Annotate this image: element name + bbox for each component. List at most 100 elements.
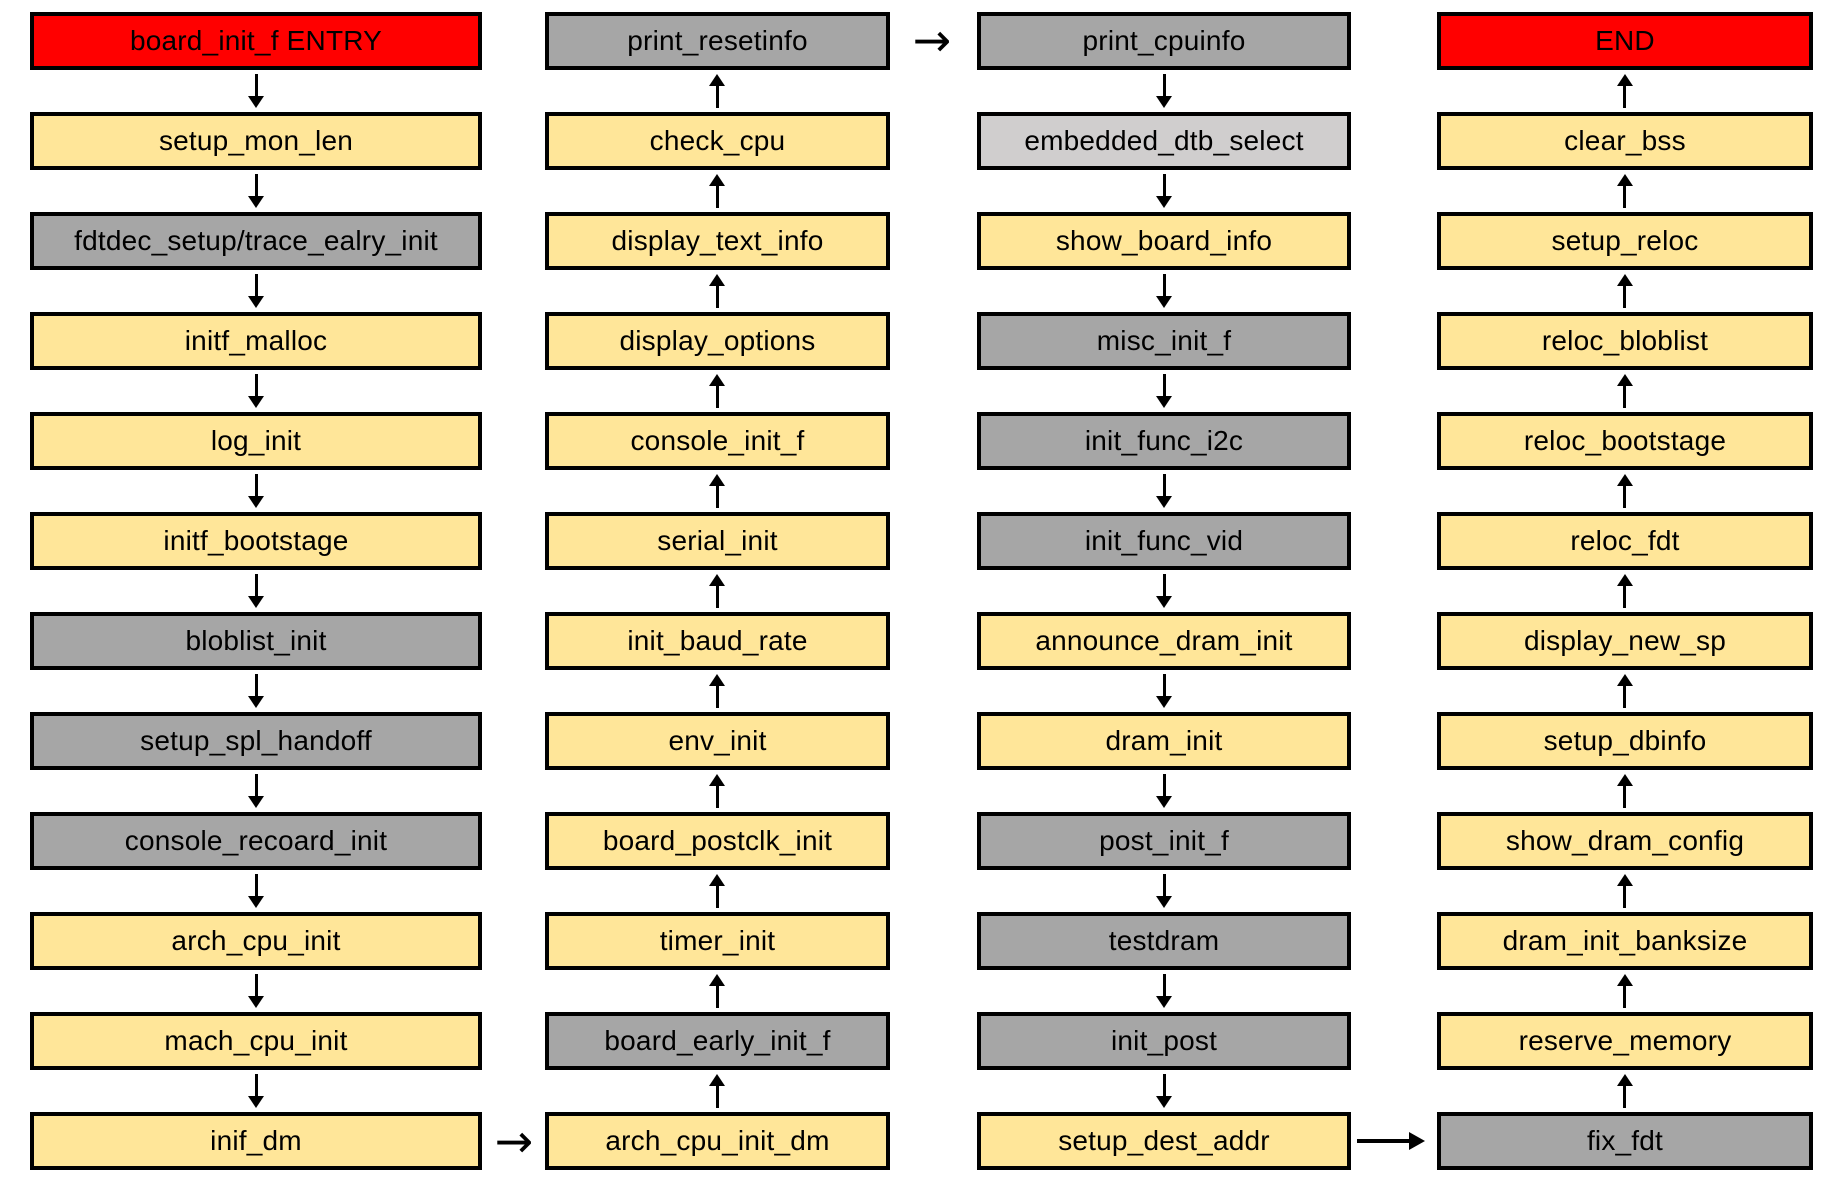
flow-node-console-init-f: console_init_f xyxy=(545,412,890,470)
arrow-head xyxy=(248,496,264,508)
arrow-stem xyxy=(1162,774,1166,796)
arrow-stem xyxy=(716,986,719,1008)
arrow-stem xyxy=(1162,874,1166,896)
flow-node-dram-init: dram_init xyxy=(977,712,1351,770)
arrow-down-icon xyxy=(30,1070,482,1112)
flow-node-show-dram-config: show_dram_config xyxy=(1437,812,1813,870)
arrow-stem xyxy=(254,74,258,96)
arrow-stem xyxy=(254,174,258,196)
arrow-head xyxy=(1156,96,1172,108)
flow-node-log-init: log_init xyxy=(30,412,482,470)
flow-node-init-post: init_post xyxy=(977,1012,1351,1070)
arrow-stem xyxy=(716,686,719,708)
arrow-up-icon xyxy=(1437,770,1813,812)
arrow-stem xyxy=(1623,486,1627,508)
flow-node-check-cpu: check_cpu xyxy=(545,112,890,170)
arrow-head xyxy=(1617,474,1633,486)
arrow-up-icon xyxy=(545,770,890,812)
arrow-stem xyxy=(1623,386,1627,408)
arrow-down-icon xyxy=(977,870,1351,912)
arrow-up-icon xyxy=(545,70,890,112)
arrow-stem xyxy=(254,574,258,596)
arrow-up-icon xyxy=(545,170,890,212)
arrow-head xyxy=(709,374,726,386)
arrow-stem xyxy=(254,374,258,396)
arrow-stem xyxy=(1162,474,1166,496)
arrow-down-icon xyxy=(977,770,1351,812)
arrow-head xyxy=(1617,74,1633,86)
arrow-up-icon xyxy=(545,570,890,612)
arrow-head xyxy=(1617,774,1633,786)
flow-node-clear-bss: clear_bss xyxy=(1437,112,1813,170)
arrow-down-icon xyxy=(30,170,482,212)
arrow-down-icon xyxy=(30,670,482,712)
flow-column-2: print_resetinfo check_cpu display_text_inf… xyxy=(545,0,890,1170)
arrow-down-icon xyxy=(30,70,482,112)
arrow-right-icon: → xyxy=(912,13,952,67)
arrow-up-icon xyxy=(545,270,890,312)
flow-node-mach-cpu-init: mach_cpu_init xyxy=(30,1012,482,1070)
arrow-head xyxy=(248,796,264,808)
arrow-stem xyxy=(1162,1074,1166,1096)
flow-node-board-early-init-f: board_early_init_f xyxy=(545,1012,890,1070)
arrow-down-icon xyxy=(30,570,482,612)
flow-node-initf-bootstage: initf_bootstage xyxy=(30,512,482,570)
flow-node-timer-init: timer_init xyxy=(545,912,890,970)
arrow-stem xyxy=(1623,586,1627,608)
flow-node-post-init-f: post_init_f xyxy=(977,812,1351,870)
arrow-right-icon: → xyxy=(494,1114,534,1168)
flow-node-board-init-f-entry: board_init_f ENTRY xyxy=(30,12,482,70)
arrow-up-icon xyxy=(545,470,890,512)
flow-node-announce-dram-init: announce_dram_init xyxy=(977,612,1351,670)
flow-node-print-resetinfo: print_resetinfo xyxy=(545,12,890,70)
arrow-stem xyxy=(254,274,258,296)
arrow-head xyxy=(709,574,726,586)
arrow-stem xyxy=(1162,174,1166,196)
arrow-head xyxy=(709,874,726,886)
arrow-stem xyxy=(1623,886,1627,908)
flow-node-display-text-info: display_text_info xyxy=(545,212,890,270)
flow-node-reserve-memory: reserve_memory xyxy=(1437,1012,1813,1070)
arrow-down-icon xyxy=(977,470,1351,512)
arrow-down-icon xyxy=(977,370,1351,412)
flow-node-reloc-fdt: reloc_fdt xyxy=(1437,512,1813,570)
flow-node-show-board-info: show_board_info xyxy=(977,212,1351,270)
arrow-stem xyxy=(254,974,258,996)
arrow-stem xyxy=(1623,186,1627,208)
arrow-stem xyxy=(1162,274,1166,296)
arrow-head xyxy=(248,896,264,908)
flow-node-testdram: testdram xyxy=(977,912,1351,970)
arrow-stem xyxy=(254,674,258,696)
flow-node-inif-dm: inif_dm xyxy=(30,1112,482,1170)
flow-node-embedded-dtb-select: embedded_dtb_select xyxy=(977,112,1351,170)
arrow-head xyxy=(1617,974,1633,986)
arrow-stem xyxy=(1623,986,1627,1008)
arrow-down-icon xyxy=(30,970,482,1012)
arrow-head xyxy=(709,274,726,286)
arrow-head xyxy=(248,696,264,708)
flow-node-setup-dest-addr: setup_dest_addr xyxy=(977,1112,1351,1170)
arrow-up-icon xyxy=(1437,70,1813,112)
arrow-head xyxy=(709,174,726,186)
arrow-up-icon xyxy=(545,970,890,1012)
arrow-head xyxy=(248,996,264,1008)
arrow-stem xyxy=(1162,574,1166,596)
arrow-head xyxy=(248,596,264,608)
arrow-up-icon xyxy=(1437,870,1813,912)
arrow-head xyxy=(1409,1132,1425,1150)
arrow-head xyxy=(1156,596,1172,608)
arrow-head xyxy=(1617,174,1633,186)
arrow-head xyxy=(709,474,726,486)
arrow-stem xyxy=(716,1086,719,1108)
arrow-head xyxy=(1617,674,1633,686)
flow-node-console-recoard-init: console_recoard_init xyxy=(30,812,482,870)
arrow-stem xyxy=(716,786,719,808)
flow-node-serial-init: serial_init xyxy=(545,512,890,570)
arrow-head xyxy=(1156,496,1172,508)
arrow-right-icon xyxy=(1353,1113,1429,1169)
arrow-head xyxy=(248,1096,264,1108)
arrow-head xyxy=(1156,796,1172,808)
